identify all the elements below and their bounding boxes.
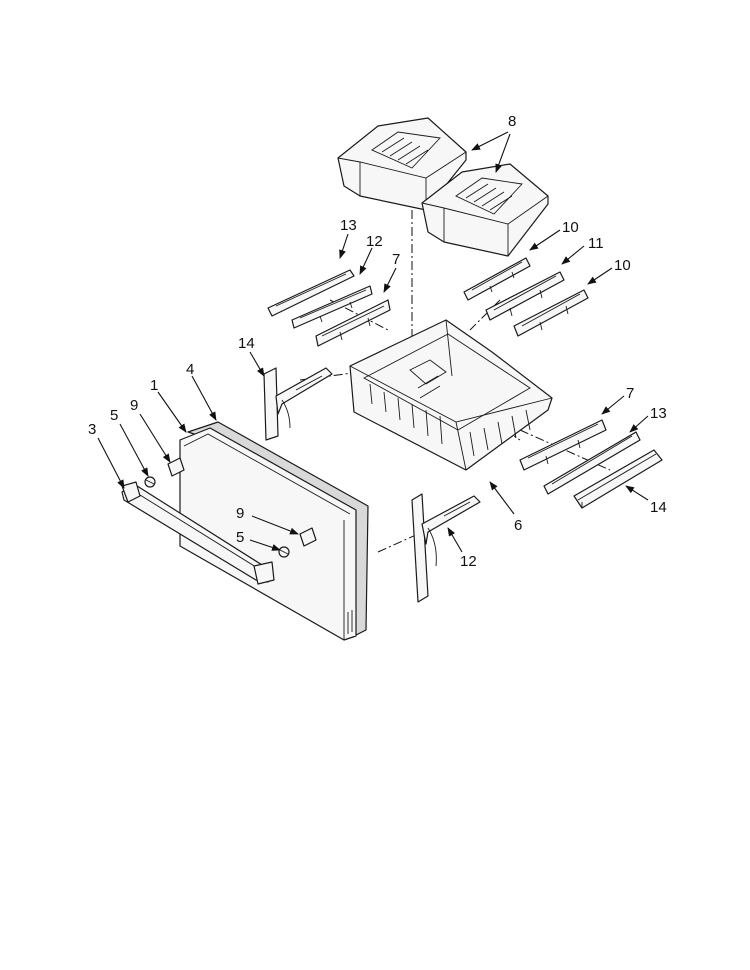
slide-support-lower-right [519,419,607,471]
drawer-bracket-lower [411,493,481,603]
handle-screw-lower [278,546,290,558]
handle-spacer-lower [299,527,317,547]
callout-1: 1 [150,377,158,394]
crisper-drawer-lower [421,163,549,257]
callout-6: 6 [514,517,522,534]
callout-10-upper: 10 [562,219,579,236]
callout-13-lower: 14 [650,499,667,516]
drawer-slide-upper-right-a [463,257,531,301]
drawer-bracket-upper [263,367,333,441]
callout-5-lower: 5 [236,529,244,546]
callout-8: 8 [508,113,516,130]
slide-cover-lower-right [573,449,663,509]
freezer-door [179,427,357,641]
callout-14-upper: 14 [238,335,255,352]
drawer-slide-upper-right-b [513,289,589,337]
callout-12-upper: 12 [366,233,383,250]
callout-3: 3 [88,421,96,438]
callout-10-lower: 10 [614,257,631,274]
handle-spacer-upper [167,457,185,477]
callout-11: 11 [588,235,604,252]
drawer-slide-center [485,271,565,321]
callout-9-lower: 9 [236,505,244,522]
leader-lines [97,131,649,553]
callout-labels: 8 13 12 7 10 11 10 14 4 1 9 5 3 9 5 7 13… [88,113,667,570]
crisper-drawer-upper [337,117,467,211]
callout-5-upper: 5 [110,407,118,424]
callout-12-lower: 13 [650,405,667,422]
handle-screw-upper [144,476,156,488]
callout-9-upper: 9 [130,397,138,414]
door-handle [121,481,275,585]
slide-rail-lower-right [543,431,641,495]
slide-support-upper-left [315,299,391,347]
callout-7-lower: 7 [626,385,634,402]
slide-rail-upper-left [291,285,373,329]
callout-4: 4 [186,361,194,378]
freezer-basket [349,319,553,471]
callout-7-upper: 7 [392,251,400,268]
callout-14-lower: 12 [460,553,477,570]
slide-cover-upper-left [267,269,355,317]
callout-13-upper: 13 [340,217,357,234]
